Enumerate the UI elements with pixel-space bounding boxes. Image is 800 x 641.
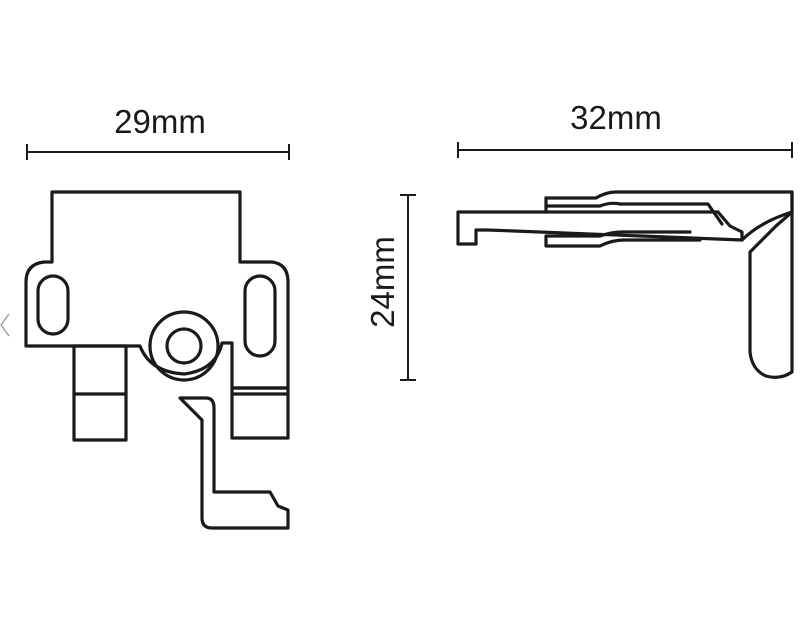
left-mounting-slot (36, 274, 70, 336)
screw-boss-inner (165, 327, 203, 365)
lower-clip-plate (544, 230, 702, 248)
right-leg (230, 386, 290, 440)
top-rail (456, 210, 744, 246)
spring-clip-upper (544, 201, 724, 226)
bottom-hook-arm (178, 396, 290, 530)
front-view: 29mm (24, 103, 290, 530)
side-width-label: 32mm (570, 99, 662, 136)
side-height-dimension: 24mm (364, 194, 416, 381)
upper-clip-plate (544, 190, 794, 242)
front-width-dimension: 29mm (26, 103, 290, 160)
front-width-label: 29mm (114, 103, 206, 140)
side-height-label: 24mm (364, 236, 401, 328)
chevron-left-icon (0, 313, 10, 337)
vertical-back-plate (748, 190, 794, 379)
screw-boss-outer (148, 310, 220, 382)
bracket-body (24, 190, 290, 390)
side-width-dimension: 32mm (457, 99, 793, 158)
right-mounting-slot (243, 274, 277, 358)
side-view: 32mm 24mm (364, 99, 794, 381)
carousel-prev-arrow[interactable] (0, 313, 10, 337)
